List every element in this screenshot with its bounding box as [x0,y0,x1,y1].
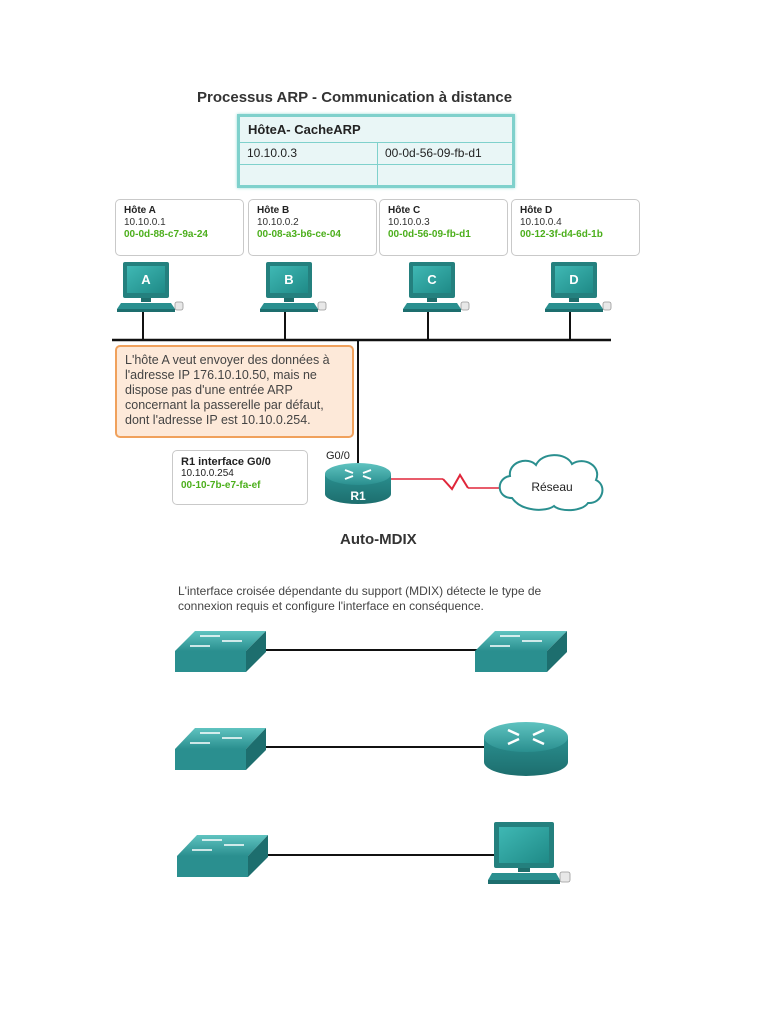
arp-cache-row: 10.10.0.3 00-0d-56-09-fb-d1 [240,143,512,165]
switch-icon [475,631,567,672]
pc-icon [488,822,571,884]
switch-icon [175,631,266,672]
router-mac: 00-10-7b-e7-fa-ef [181,480,261,491]
arp-cache-row [240,165,512,186]
router-icon [325,463,391,504]
router-card-title: R1 interface G0/0 [181,456,271,468]
pc-letter: C [427,272,437,287]
host-mac: 00-12-3f-d4-6d-1b [520,229,603,240]
router-label: R1 [350,489,366,503]
host-name: Hôte A [124,205,156,216]
mdix-description: L'interface croisée dépendante du suppor… [178,584,542,613]
router-ip: 10.10.0.254 [181,468,234,479]
host-card-b: Hôte B 10.10.0.2 00-08-a3-b6-ce-04 [248,199,377,256]
cloud-icon [498,454,604,512]
host-card-a: Hôte A 10.10.0.1 00-0d-88-c7-9a-24 [115,199,244,256]
host-ip: 10.10.0.1 [124,217,166,228]
arp-cache-ip [240,165,378,186]
router-icon [484,722,568,776]
mdix-title: Auto-MDIX [340,531,417,548]
router-card: R1 interface G0/0 10.10.0.254 00-10-7b-e… [172,450,308,505]
host-ip: 10.10.0.4 [520,217,562,228]
host-ip: 10.10.0.2 [257,217,299,228]
host-card-d: Hôte D 10.10.0.4 00-12-3f-d4-6d-1b [511,199,640,256]
pc-letter: B [284,272,293,287]
pc-icon [116,261,184,313]
host-mac: 00-08-a3-b6-ce-04 [257,229,341,240]
cloud-label: Réseau [531,480,572,494]
host-name: Hôte B [257,205,290,216]
arp-cache-header: HôteA- CacheARP [240,117,512,143]
pc-icon [259,261,327,313]
host-ip: 10.10.0.3 [388,217,430,228]
arp-cache-table: HôteA- CacheARP 10.10.0.3 00-0d-56-09-fb… [237,114,515,188]
arp-callout: L'hôte A veut envoyer des données à l'ad… [115,345,354,438]
host-mac: 00-0d-88-c7-9a-24 [124,229,208,240]
host-name: Hôte D [520,205,553,216]
host-mac: 00-0d-56-09-fb-d1 [388,229,471,240]
pc-icon [402,261,470,313]
arp-cache-ip: 10.10.0.3 [240,143,378,164]
arp-cache-mac: 00-0d-56-09-fb-d1 [385,146,482,160]
pc-letter: D [569,272,578,287]
switch-icon [175,728,266,770]
pc-letter: A [141,272,151,287]
host-card-c: Hôte C 10.10.0.3 00-0d-56-09-fb-d1 [379,199,508,256]
host-name: Hôte C [388,205,421,216]
diagram-title: Processus ARP - Communication à distance [197,89,513,106]
pc-icon [544,261,612,313]
port-label: G0/0 [326,450,350,462]
switch-icon [177,835,268,877]
